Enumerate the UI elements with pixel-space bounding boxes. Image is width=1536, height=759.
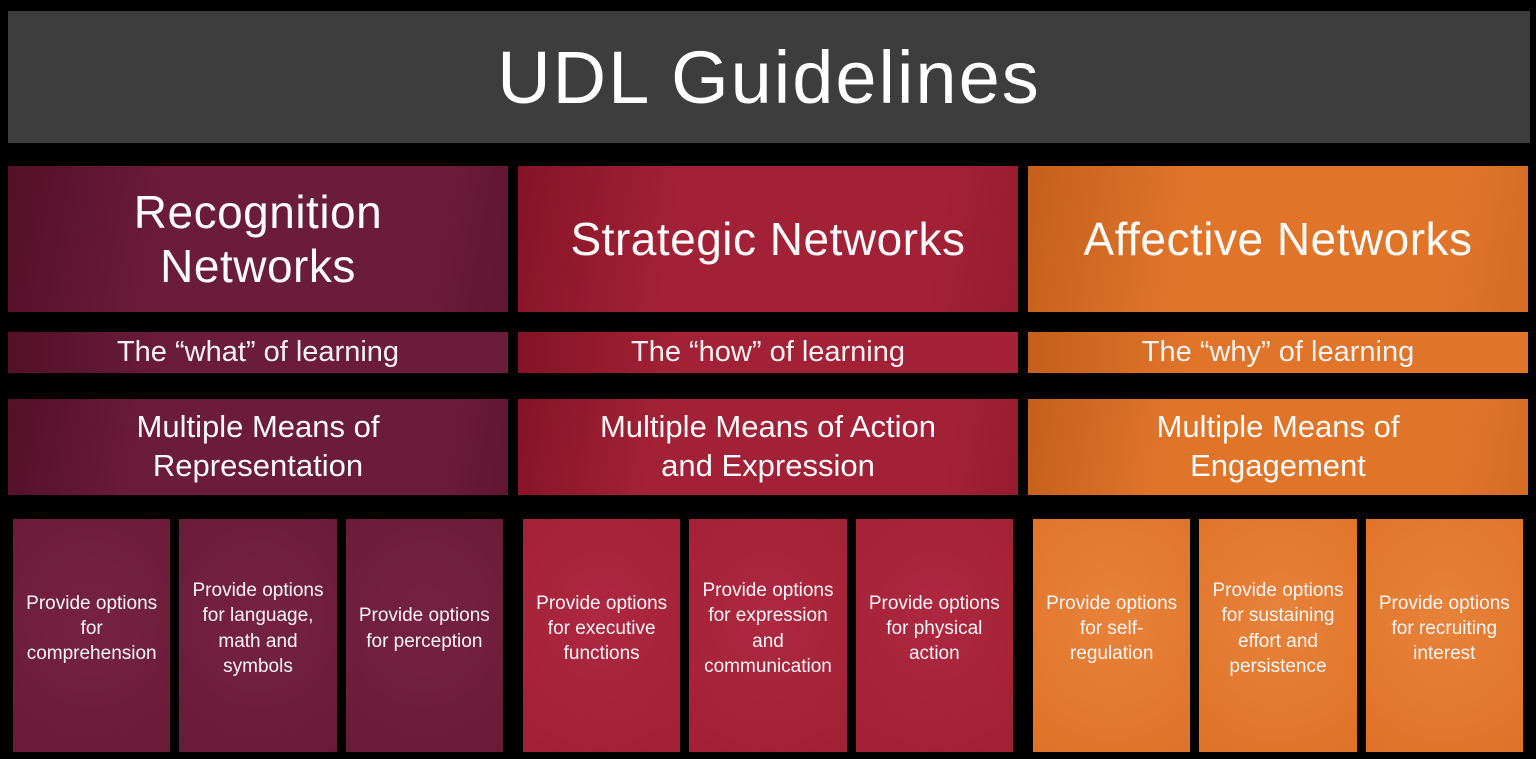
recognition-network-heading-box: Recognition Networks (8, 166, 508, 312)
engagement-means-box: Multiple Means of Engagement (1028, 399, 1528, 495)
option-text: Provide options for perception (358, 605, 490, 652)
engagement-options-row: Provide options for self-regulation Prov… (1028, 519, 1528, 752)
option-card-recruiting-interest: Provide options for recruiting interest (1365, 519, 1523, 752)
representation-options-row: Provide options for comprehension Provid… (8, 519, 508, 752)
column-recognition-networks: Recognition Networks The “what” of learn… (8, 166, 508, 752)
engagement-means-heading: Multiple Means of Engagement (1156, 409, 1400, 483)
option-card-physical-action: Provide options for physical action (855, 519, 1013, 752)
affective-tagline-bar: The “why” of learning (1028, 332, 1528, 373)
strategic-network-heading-box: Strategic Networks (518, 166, 1018, 312)
strategic-network-heading: Strategic Networks (570, 212, 966, 265)
action-expression-means-box: Multiple Means of Action and Expression (518, 399, 1018, 495)
action-expression-means-heading: Multiple Means of Action and Expression (599, 409, 936, 483)
option-text: Provide options for language, math and s… (192, 580, 324, 677)
option-text: Provide options for self-regulation (1046, 592, 1178, 665)
action-expression-options-row: Provide options for executive functions … (518, 519, 1018, 752)
affective-network-heading: Affective Networks (1083, 212, 1473, 265)
option-text: Provide options for recruiting interest (1378, 592, 1510, 665)
recognition-network-heading: Recognition Networks (133, 185, 383, 292)
strategic-tagline-text: The “how” of learning (630, 336, 906, 368)
strategic-tagline-bar: The “how” of learning (518, 332, 1018, 373)
option-text: Provide options for physical action (868, 592, 1000, 665)
column-strategic-networks: Strategic Networks The “how” of learning… (518, 166, 1018, 752)
slide-header: UDL Guidelines (8, 11, 1530, 143)
slide-title: UDL Guidelines (497, 35, 1041, 119)
option-card-executive-functions: Provide options for executive functions (523, 519, 681, 752)
option-card-comprehension: Provide options for comprehension (13, 519, 171, 752)
option-card-language-math-symbols: Provide options for language, math and s… (179, 519, 337, 752)
option-card-sustaining-effort-persistence: Provide options for sustaining effort an… (1199, 519, 1357, 752)
option-text: Provide options for executive functions (536, 592, 668, 665)
recognition-tagline-bar: The “what” of learning (8, 332, 508, 373)
affective-tagline-text: The “why” of learning (1141, 336, 1415, 368)
option-text: Provide options for sustaining effort an… (1212, 580, 1344, 677)
option-card-self-regulation: Provide options for self-regulation (1033, 519, 1191, 752)
representation-means-box: Multiple Means of Representation (8, 399, 508, 495)
option-card-perception: Provide options for perception (345, 519, 503, 752)
option-text: Provide options for comprehension (26, 592, 158, 665)
recognition-tagline-text: The “what” of learning (116, 336, 400, 368)
option-card-expression-communication: Provide options for expression and commu… (689, 519, 847, 752)
option-text: Provide options for expression and commu… (702, 580, 834, 677)
affective-network-heading-box: Affective Networks (1028, 166, 1528, 312)
networks-grid: Recognition Networks The “what” of learn… (8, 166, 1528, 752)
representation-means-heading: Multiple Means of Representation (136, 409, 380, 483)
column-affective-networks: Affective Networks The “why” of learning… (1028, 166, 1528, 752)
